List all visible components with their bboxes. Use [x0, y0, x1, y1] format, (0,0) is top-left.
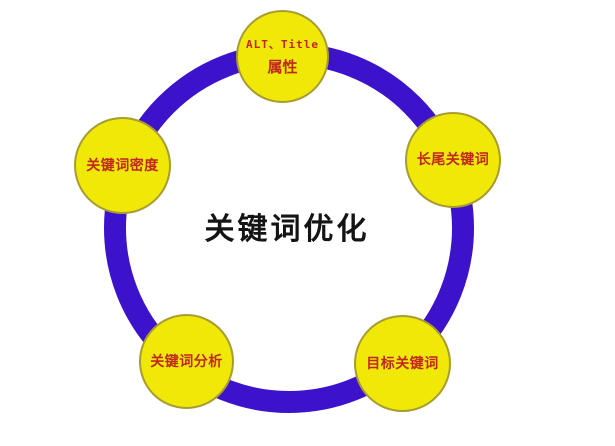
- diagram-title: 关键词优化: [204, 212, 370, 247]
- node-alt-title-attribute: ALT、Title 属性: [236, 10, 329, 103]
- node-keyword-analysis: 关键词分析: [139, 314, 234, 409]
- node-label-line1: ALT、Title: [246, 37, 319, 51]
- node-label: 目标关键词: [366, 355, 439, 372]
- node-keyword-density: 关键词密度: [74, 117, 171, 214]
- node-label: 长尾关键词: [416, 152, 490, 168]
- node-label: 关键词密度: [86, 157, 159, 174]
- node-longtail-keywords: 长尾关键词: [405, 112, 501, 208]
- node-label: 关键词分析: [150, 353, 223, 370]
- node-label-line2: 属性: [267, 57, 298, 76]
- node-target-keywords: 目标关键词: [354, 315, 451, 412]
